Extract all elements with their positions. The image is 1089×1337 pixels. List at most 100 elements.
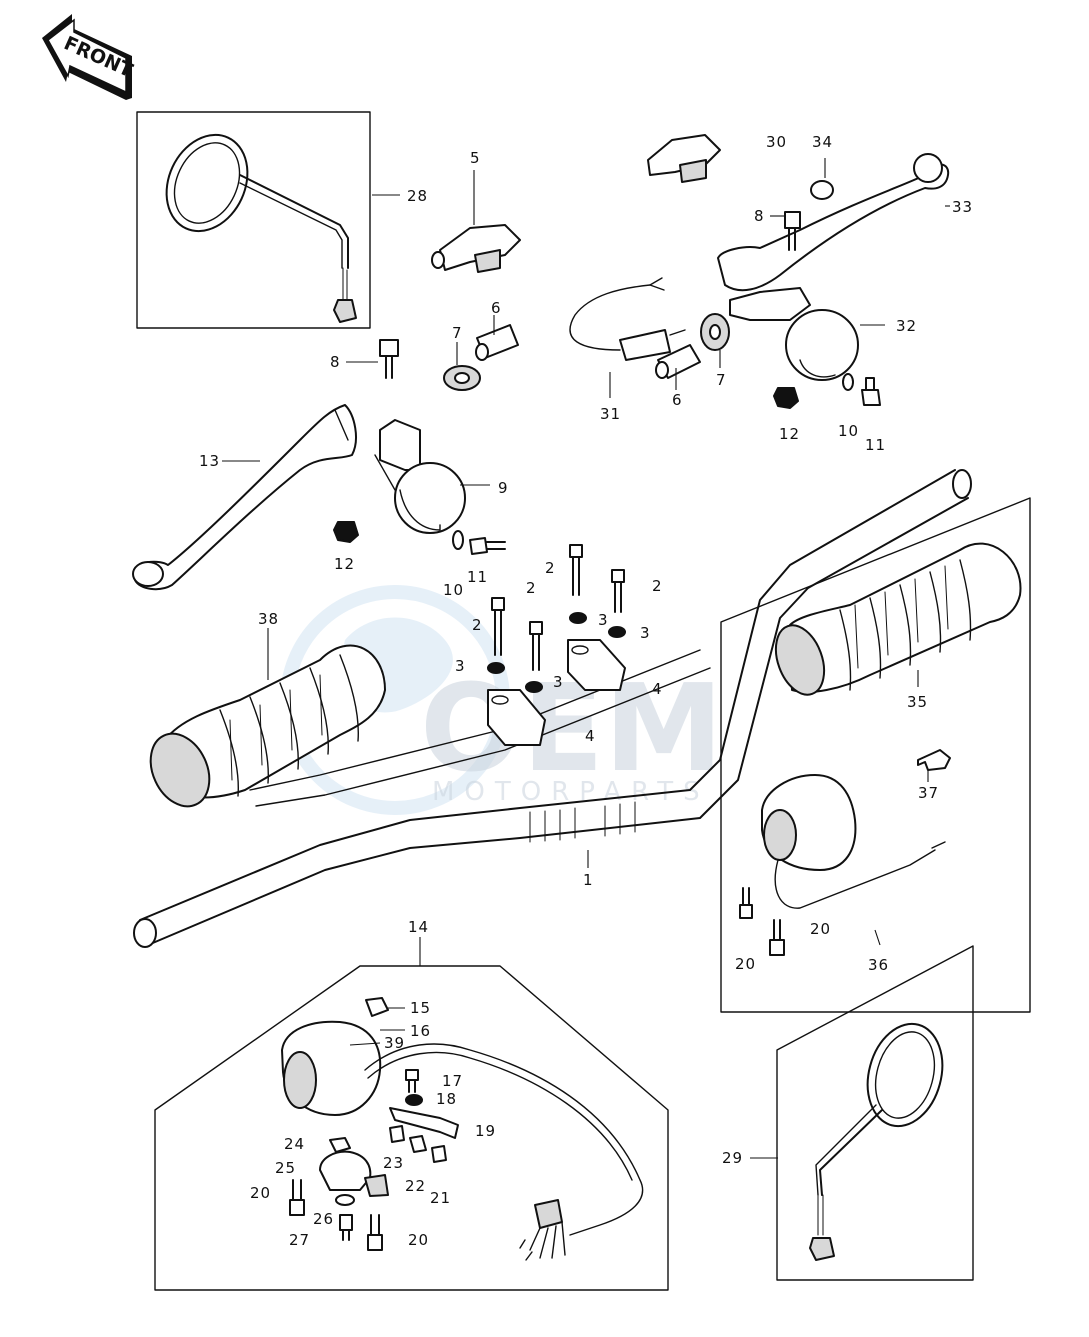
callout-4b: 4	[585, 727, 596, 745]
callout-35: 35	[907, 693, 928, 711]
washer-26	[335, 1194, 355, 1206]
callout-16: 16	[410, 1022, 431, 1040]
screw-15	[365, 997, 389, 1017]
callout-18: 18	[436, 1090, 457, 1108]
callout-34: 34	[812, 133, 833, 151]
screw-right-b	[769, 919, 785, 956]
terminal-23	[389, 1125, 405, 1143]
callout-6b: 6	[672, 391, 683, 409]
callout-13: 13	[199, 452, 220, 470]
callout-32: 32	[896, 317, 917, 335]
terminal-22	[409, 1135, 427, 1153]
nut-left	[333, 521, 359, 543]
screw-20-left-b	[367, 1214, 383, 1251]
terminal-21	[431, 1145, 447, 1163]
callout-36: 36	[868, 956, 889, 974]
callout-30: 30	[766, 133, 787, 151]
left-switch-box	[154, 965, 669, 1291]
screw-17	[405, 1069, 419, 1093]
right-grip	[774, 542, 1022, 696]
front-arrow: FRONT	[42, 14, 136, 100]
washer-left	[452, 530, 464, 550]
callout-7b: 7	[716, 371, 727, 389]
left-grip	[149, 644, 386, 808]
callout-10a: 10	[443, 581, 464, 599]
callout-20b: 20	[408, 1231, 429, 1249]
mirror-right-box	[776, 945, 974, 1281]
callout-8a: 8	[330, 353, 341, 371]
washer-18	[405, 1094, 423, 1106]
callout-31: 31	[600, 405, 621, 423]
screw-right-a	[739, 887, 753, 919]
callout-28: 28	[407, 187, 428, 205]
bracket-19	[389, 1107, 459, 1139]
callout-11a: 11	[467, 568, 488, 586]
switch-housing-left	[281, 1020, 644, 1236]
callout-15: 15	[410, 999, 431, 1017]
cap-34	[810, 180, 834, 200]
callout-23: 23	[383, 1154, 404, 1172]
callout-5: 5	[470, 149, 481, 167]
cable-adjuster-right	[655, 313, 730, 379]
callout-29: 29	[722, 1149, 743, 1167]
callout-14: 14	[408, 918, 429, 936]
leader-lines	[222, 158, 950, 1159]
mirror-left-box	[136, 111, 371, 329]
throttle-housing	[761, 774, 946, 909]
nut-right	[773, 387, 799, 409]
callout-21: 21	[430, 1189, 451, 1207]
pivot-bolt-right	[784, 211, 801, 251]
callout-10b: 10	[838, 422, 859, 440]
bolt-right-11	[861, 377, 881, 406]
brake-lever	[717, 153, 950, 292]
wire-connector	[519, 1199, 566, 1261]
callout-2b: 2	[652, 577, 663, 595]
bracket-37	[917, 749, 951, 771]
callout-2d: 2	[472, 616, 483, 634]
callout-12b: 12	[779, 425, 800, 443]
callout-2a: 2	[545, 559, 556, 577]
callout-33: 33	[952, 198, 973, 216]
brake-master-top	[647, 134, 721, 183]
screw-20-left-a	[289, 1179, 305, 1216]
callout-24: 24	[284, 1135, 305, 1153]
callout-11b: 11	[865, 436, 886, 454]
throttle-grip-box	[720, 497, 1031, 1013]
callout-labels: 1 2 2 2 2 3 3 3 3 4 4 5 6 6 7 7 8 8 9 10…	[199, 133, 973, 1249]
clutch-lever	[132, 404, 357, 591]
brake-holder	[729, 287, 859, 381]
callout-3c: 3	[455, 657, 466, 675]
clamp-bolts	[487, 544, 626, 693]
callout-20d: 20	[810, 920, 831, 938]
washer-right	[842, 373, 854, 391]
callout-27: 27	[289, 1231, 310, 1249]
callout-25: 25	[275, 1159, 296, 1177]
callout-26: 26	[313, 1210, 334, 1228]
cable-adjuster-left	[431, 224, 521, 391]
callout-17: 17	[442, 1072, 463, 1090]
cover-25	[319, 1150, 389, 1197]
callout-2c: 2	[526, 579, 537, 597]
handlebar-clamps	[487, 639, 626, 746]
callout-20c: 20	[735, 955, 756, 973]
callout-37: 37	[918, 784, 939, 802]
callout-22: 22	[405, 1177, 426, 1195]
callout-6a: 6	[491, 299, 502, 317]
callout-39: 39	[384, 1034, 405, 1052]
callout-19: 19	[475, 1122, 496, 1140]
callout-7a: 7	[452, 324, 463, 342]
bolt-left-11	[469, 537, 506, 555]
handlebar	[133, 469, 972, 948]
nut-24	[329, 1137, 351, 1153]
callout-3a: 3	[598, 611, 609, 629]
callout-20a: 20	[250, 1184, 271, 1202]
callout-3d: 3	[553, 673, 564, 691]
callout-4a: 4	[652, 680, 663, 698]
bolt-27	[339, 1214, 353, 1241]
callout-12a: 12	[334, 555, 355, 573]
callout-8b: 8	[754, 207, 765, 225]
callout-38: 38	[258, 610, 279, 628]
clutch-holder	[374, 419, 466, 534]
watermark-subtitle: MOTORPARTS	[432, 777, 710, 807]
